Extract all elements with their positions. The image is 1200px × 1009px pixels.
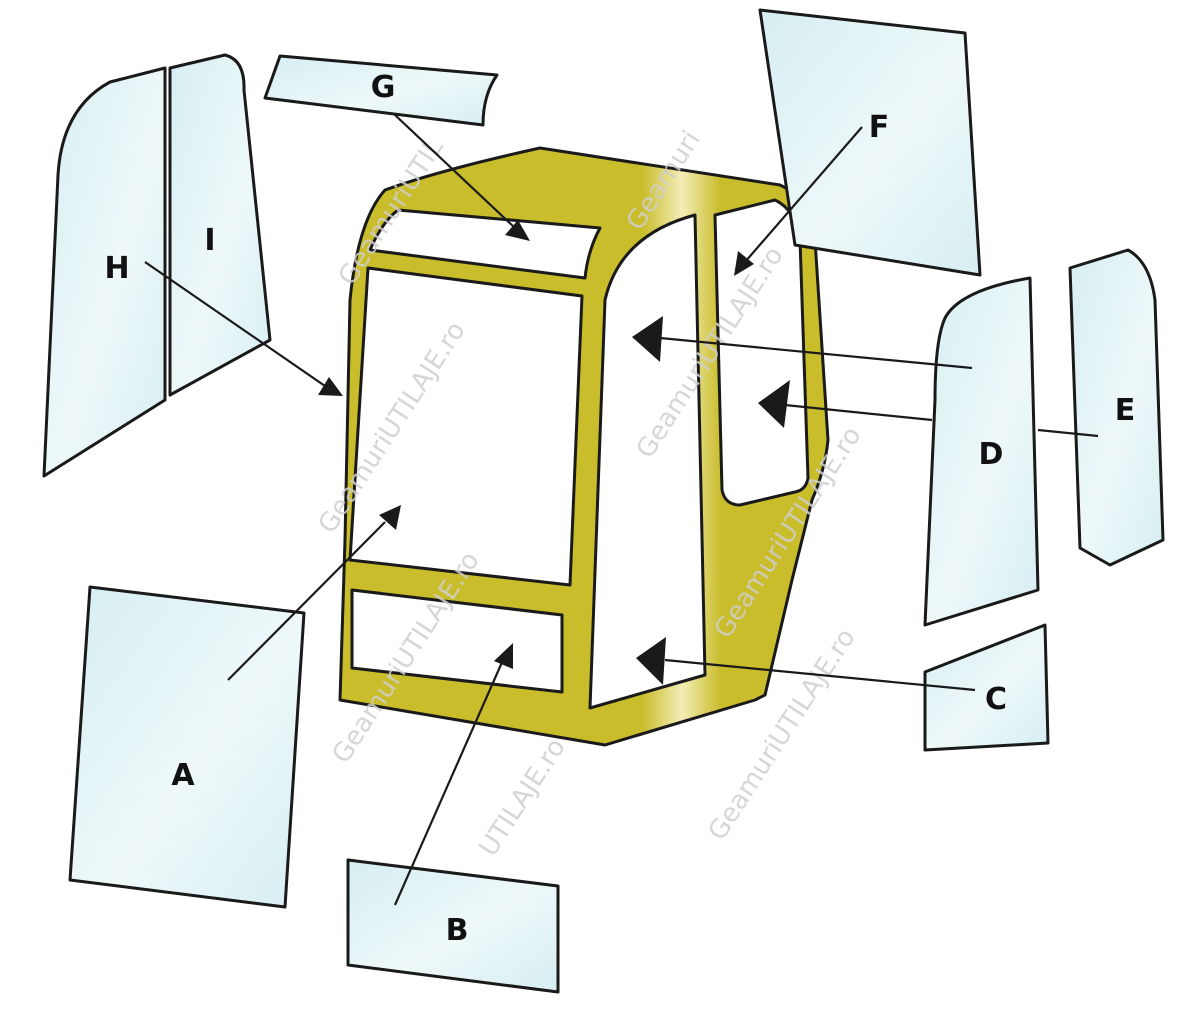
glass-panel-e [1068,248,1165,567]
glass-panel-a [68,585,306,909]
arrowhead-c [636,637,666,685]
label-d: D [979,437,1004,472]
arrowhead-b [494,643,513,669]
glass-panel-f [758,8,982,277]
label-i: I [204,223,215,258]
leader-g [394,114,516,229]
opening-top-g [368,208,602,280]
opening-side-door [588,213,707,710]
leader-e [1037,428,1099,438]
label-b: B [446,913,469,948]
glass-panel-g [263,54,499,127]
label-h: H [104,251,129,286]
watermark-text: UTILAJE.ro [474,733,572,862]
arrowhead-h [318,377,343,396]
glass-panels [42,8,1165,994]
label-f: F [869,110,890,145]
leader-a [227,521,386,681]
label-c: C [985,682,1007,717]
glass-panel-c [923,623,1050,752]
panel-labels: G H I F D E C A B [104,70,1135,948]
arrowhead-f [734,251,754,276]
leader-h [144,261,326,387]
arrowhead-g [505,220,530,241]
leader-f [744,126,863,263]
arrowhead-d-upper [632,316,663,362]
label-e: E [1115,393,1136,428]
leader-c [664,658,976,692]
leader-d-lower [784,403,933,422]
label-g: G [371,70,396,105]
leaders [144,114,1099,906]
glass-panel-h [42,66,167,478]
label-a: A [171,758,195,793]
arrowhead-a [379,505,401,530]
opening-front-a [348,266,584,587]
arrowhead-d-lower [758,380,790,428]
glass-panel-i [168,53,272,397]
cab-frame [338,146,830,747]
glass-panel-d [923,276,1040,627]
leader-b [393,659,505,906]
leader-d-upper [659,336,973,370]
